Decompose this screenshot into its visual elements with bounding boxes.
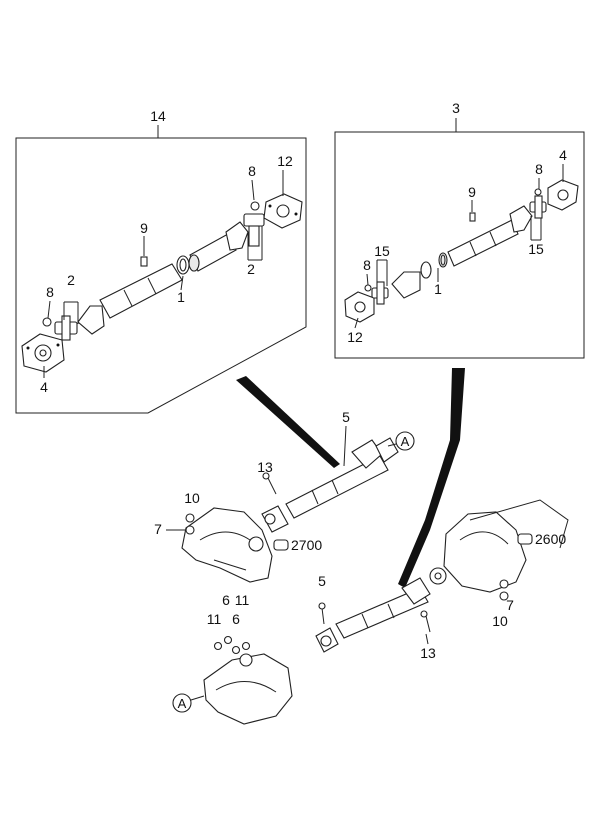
callout-15-left: 15 xyxy=(374,243,390,259)
callout-3: 3 xyxy=(452,100,460,116)
ref-2700-box xyxy=(273,539,289,551)
callout-5-upper: 5 xyxy=(342,409,350,425)
callout-13-lower: 13 xyxy=(420,645,436,661)
callout-12: 12 xyxy=(277,153,293,169)
callout-8-right: 8 xyxy=(535,161,543,177)
flange-yoke-right-3 xyxy=(547,179,579,211)
callout-4-right: 4 xyxy=(559,147,567,163)
flange-yoke-right xyxy=(263,193,303,229)
ref-a-lower: A xyxy=(178,696,187,711)
nut-7-lower xyxy=(499,579,509,601)
propeller-shaft-right xyxy=(391,205,533,299)
callout-7-upper: 7 xyxy=(154,521,162,537)
panel-frame-right xyxy=(334,131,585,359)
flange-yoke-left xyxy=(21,333,65,373)
ref-circle-a-upper xyxy=(395,431,415,451)
callout-10-lower: 10 xyxy=(492,613,508,629)
u-joint-left xyxy=(42,315,78,341)
callout-10-upper: 10 xyxy=(184,490,200,506)
assembly-3-panel: 3 xyxy=(334,100,585,359)
callout-8-left: 8 xyxy=(46,284,54,300)
front-differential-housing xyxy=(181,507,273,583)
callout-4: 4 xyxy=(40,379,48,395)
ref-2700: 2700 xyxy=(291,537,322,553)
callout-2-right: 2 xyxy=(247,261,255,277)
flange-yoke-left-3 xyxy=(344,291,375,323)
u-joint-right xyxy=(243,201,265,247)
callout-5-lower: 5 xyxy=(318,573,326,589)
washers-6-11 xyxy=(213,635,251,655)
pointer-sweep-right xyxy=(398,368,465,588)
callout-15-right: 15 xyxy=(528,241,544,257)
callout-7-lower: 7 xyxy=(506,597,514,613)
callout-8: 8 xyxy=(248,163,256,179)
bolt-5-lower xyxy=(318,602,326,625)
front-propeller-shaft xyxy=(261,437,399,533)
callout-2-left: 2 xyxy=(67,272,75,288)
grease-nipple-right xyxy=(469,200,476,222)
u-joint-left-3 xyxy=(364,281,389,305)
u-joint-right-3 xyxy=(529,188,547,219)
propeller-shaft-left xyxy=(77,221,249,335)
bolt-13-lower xyxy=(420,610,431,633)
callout-1: 1 xyxy=(177,289,185,305)
callout-8-right-lower: 8 xyxy=(363,257,371,273)
transfer-case-housing xyxy=(203,653,293,725)
callout-11-left: 11 xyxy=(207,611,222,627)
pointer-sweep-left xyxy=(236,376,340,468)
callout-9: 9 xyxy=(140,220,148,236)
callout-9-right: 9 xyxy=(468,184,476,200)
callout-12-right: 12 xyxy=(347,329,363,345)
callout-14: 14 xyxy=(150,108,166,124)
rear-differential-housing xyxy=(429,499,569,593)
callout-6-right: 6 xyxy=(232,611,240,627)
bolt-13-upper xyxy=(262,472,277,495)
nut-10-upper xyxy=(185,513,195,535)
callout-1-right: 1 xyxy=(434,281,442,297)
grease-nipple-left xyxy=(140,236,148,267)
ref-circle-a-lower xyxy=(172,693,192,713)
lower-assembly: 5 A 13 10 7 2700 2600 7 10 5 6 11 11 6 1… xyxy=(154,409,569,725)
ref-2600-box xyxy=(517,533,533,545)
ref-2600: 2600 xyxy=(535,531,566,547)
rear-propeller-shaft xyxy=(315,577,431,653)
ref-a-upper: A xyxy=(401,434,410,449)
callout-13-upper: 13 xyxy=(257,459,273,475)
assembly-14-panel: 14 xyxy=(15,108,307,414)
panel-frame-left xyxy=(15,137,307,414)
callout-6-left: 6 xyxy=(222,592,230,608)
callout-11-right: 11 xyxy=(235,592,250,608)
